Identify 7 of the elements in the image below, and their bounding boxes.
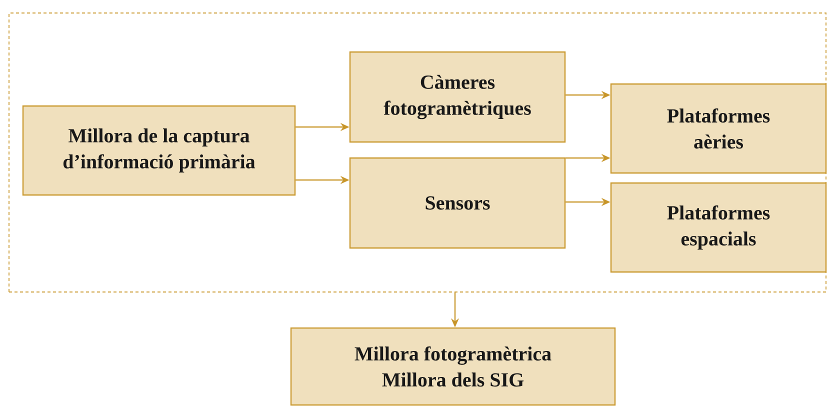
process-box: Millora de la captura d’informació primària <box>22 105 296 196</box>
process-box: Sensors <box>349 157 566 249</box>
process-box: Millora fotogramètrica Millora dels SIG <box>290 327 616 406</box>
dashed-frame <box>8 12 826 292</box>
process-box: Càmeres fotogramètriques <box>349 51 566 143</box>
process-box: Plataformes espacials <box>610 182 827 273</box>
process-box: Plataformes aèries <box>610 83 827 174</box>
